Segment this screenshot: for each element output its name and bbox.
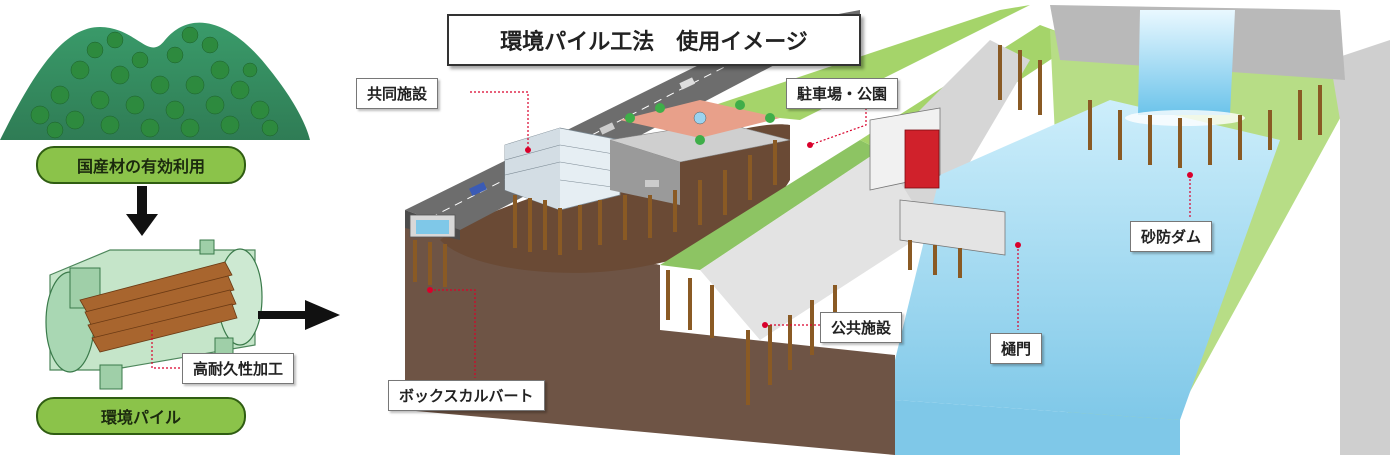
label-box-culvert: ボックスカルバート	[388, 380, 545, 411]
label-sabo-dam: 砂防ダム	[1130, 221, 1213, 252]
label-high-durability: 高耐久性加工	[182, 353, 295, 384]
treatment-tank-icon	[45, 239, 263, 390]
arrow-down-icon	[126, 186, 158, 236]
building	[504, 100, 791, 211]
label-parking-park: 駐車場・公園	[786, 78, 899, 109]
arrow-right-icon	[258, 300, 340, 330]
sluice-gate	[869, 107, 1006, 256]
ground-cross-section	[405, 5, 1390, 455]
label-shared-facility: 共同施設	[356, 78, 439, 109]
forest-hill	[0, 22, 310, 140]
leader-dots	[427, 142, 1193, 328]
pill-domestic-timber: 国産材の有効利用	[36, 146, 246, 184]
pill-environment-pile: 環境パイル	[36, 397, 246, 435]
label-sluice: 樋門	[990, 333, 1043, 364]
label-public-facility: 公共施設	[820, 312, 903, 343]
diagram-title: 環境パイル工法 使用イメージ	[447, 14, 861, 66]
wooden-piles	[413, 45, 1322, 405]
